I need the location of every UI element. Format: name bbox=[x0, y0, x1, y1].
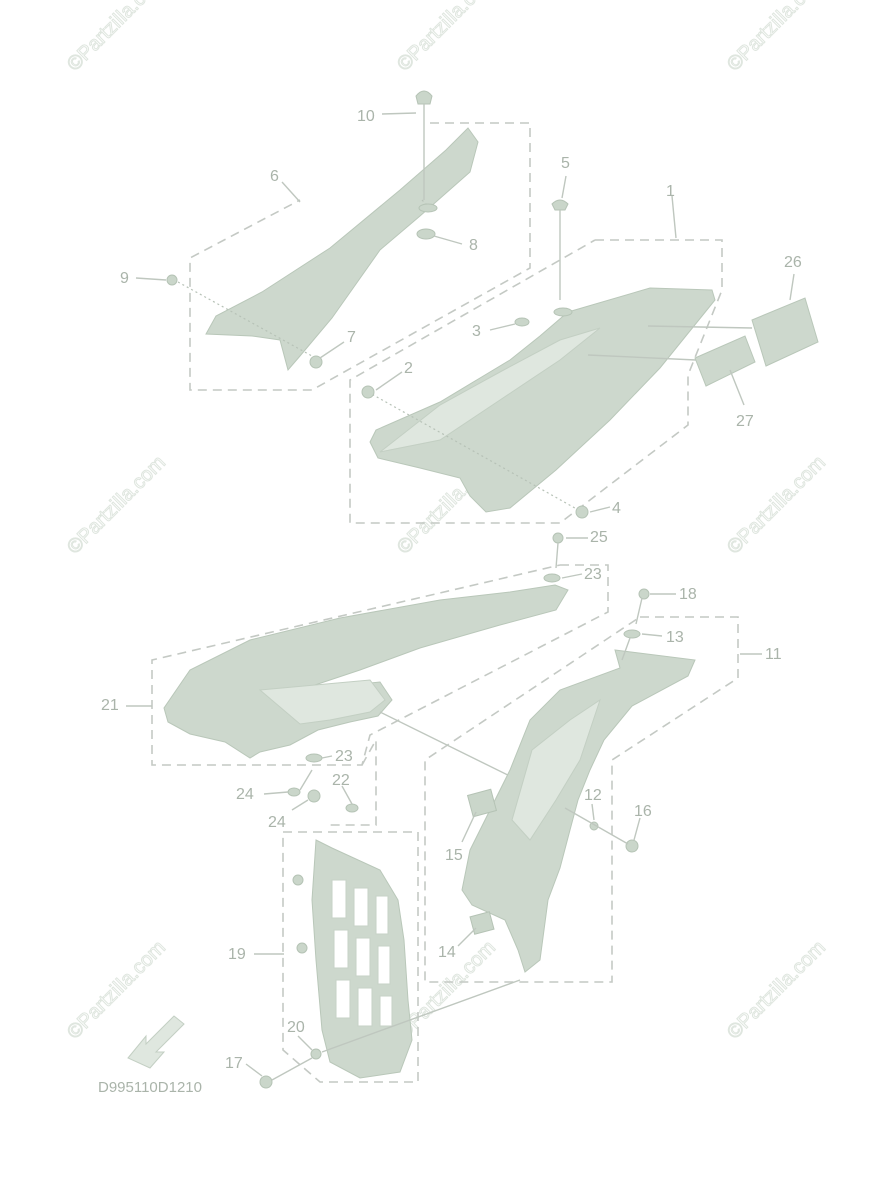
washer-13 bbox=[623, 629, 641, 639]
callout-27: 27 bbox=[736, 413, 754, 430]
group-box-19 bbox=[282, 831, 419, 1083]
callout-3: 3 bbox=[472, 323, 481, 340]
callout-23: 23 bbox=[335, 748, 353, 765]
callout-5: 5 bbox=[561, 155, 570, 172]
callout-22: 22 bbox=[332, 772, 350, 789]
grommet-2 bbox=[361, 385, 375, 399]
watermark: ©Partzilla.com bbox=[63, 452, 170, 559]
nut-7 bbox=[309, 355, 323, 369]
washer-8-top bbox=[418, 203, 438, 213]
nut-24 bbox=[307, 789, 321, 803]
callout-13: 13 bbox=[666, 629, 684, 646]
callout-20: 20 bbox=[287, 1019, 305, 1036]
hardware bbox=[166, 90, 650, 1089]
bolt-5 bbox=[551, 199, 569, 211]
watermark: ©Partzilla.com bbox=[723, 0, 830, 76]
watermark: ©Partzilla.com bbox=[723, 452, 830, 559]
watermark: ©Partzilla.com bbox=[63, 937, 170, 1044]
washer-22 bbox=[345, 803, 359, 813]
watermark: ©Partzilla.com bbox=[393, 0, 500, 76]
callout-24: 24 bbox=[236, 786, 254, 803]
bolt-16 bbox=[625, 839, 639, 853]
washer-3 bbox=[514, 317, 530, 327]
group-boxes bbox=[151, 122, 739, 1083]
washer-23 bbox=[305, 753, 323, 763]
callout-26: 26 bbox=[784, 254, 802, 271]
callout-4: 4 bbox=[612, 500, 621, 517]
part-19-radiator-guard bbox=[311, 839, 521, 1079]
callout-11: 11 bbox=[765, 646, 782, 663]
group-box-22 bbox=[330, 736, 377, 826]
decal-27 bbox=[694, 335, 756, 387]
callout-2: 2 bbox=[404, 360, 413, 377]
decal-26 bbox=[751, 297, 819, 367]
callout-21: 21 bbox=[101, 697, 119, 714]
callout-24-lower: 24 bbox=[268, 814, 286, 831]
callout-15: 15 bbox=[445, 847, 463, 864]
washer-8 bbox=[416, 228, 436, 240]
part-6-side-cover bbox=[177, 127, 479, 372]
group-box-21 bbox=[151, 564, 609, 766]
collar-20 bbox=[310, 1048, 322, 1060]
bolt-17 bbox=[259, 1075, 273, 1089]
group-box-1 bbox=[349, 239, 723, 524]
washer-24-upper bbox=[287, 787, 301, 797]
callout-12: 12 bbox=[584, 787, 602, 804]
callout-1: 1 bbox=[666, 183, 675, 200]
watermark: ©Partzilla.com bbox=[723, 937, 830, 1044]
callout-6: 6 bbox=[270, 168, 279, 185]
bolt-4 bbox=[575, 505, 589, 519]
callout-9: 9 bbox=[120, 270, 129, 287]
callout-19: 19 bbox=[228, 946, 246, 963]
callout-16: 16 bbox=[634, 803, 652, 820]
diagram-code: D995110D1210 bbox=[98, 1079, 202, 1096]
part-21-shroud bbox=[163, 584, 569, 786]
callout-7: 7 bbox=[347, 329, 356, 346]
callout-18: 18 bbox=[679, 586, 697, 603]
bolt-10 bbox=[415, 90, 433, 105]
callout-23-top: 23 bbox=[584, 566, 602, 583]
bolt-9 bbox=[166, 274, 178, 286]
washer-5 bbox=[553, 307, 573, 317]
guard-mount-upper bbox=[292, 874, 304, 886]
pad-15 bbox=[466, 788, 498, 818]
callout-14: 14 bbox=[438, 944, 456, 961]
guard-mount-lower bbox=[296, 942, 308, 954]
callouts: 10 6 8 9 7 1 5 3 2 4 26 27 25 23 18 13 1… bbox=[101, 108, 802, 1072]
bolt-18 bbox=[638, 588, 650, 600]
decals bbox=[587, 297, 819, 387]
front-arrow-icon bbox=[127, 1015, 185, 1069]
callout-10: 10 bbox=[357, 108, 375, 125]
part-1-side-panel bbox=[367, 287, 716, 513]
bolt-25 bbox=[552, 532, 564, 544]
watermark: ©Partzilla.com bbox=[63, 0, 170, 76]
callout-25: 25 bbox=[590, 529, 608, 546]
washer-23-top bbox=[543, 573, 561, 583]
callout-17: 17 bbox=[225, 1055, 243, 1072]
group-box-11 bbox=[424, 616, 739, 983]
callout-8: 8 bbox=[469, 237, 478, 254]
leader-lines bbox=[126, 112, 795, 1077]
part-11-shroud bbox=[461, 649, 696, 973]
